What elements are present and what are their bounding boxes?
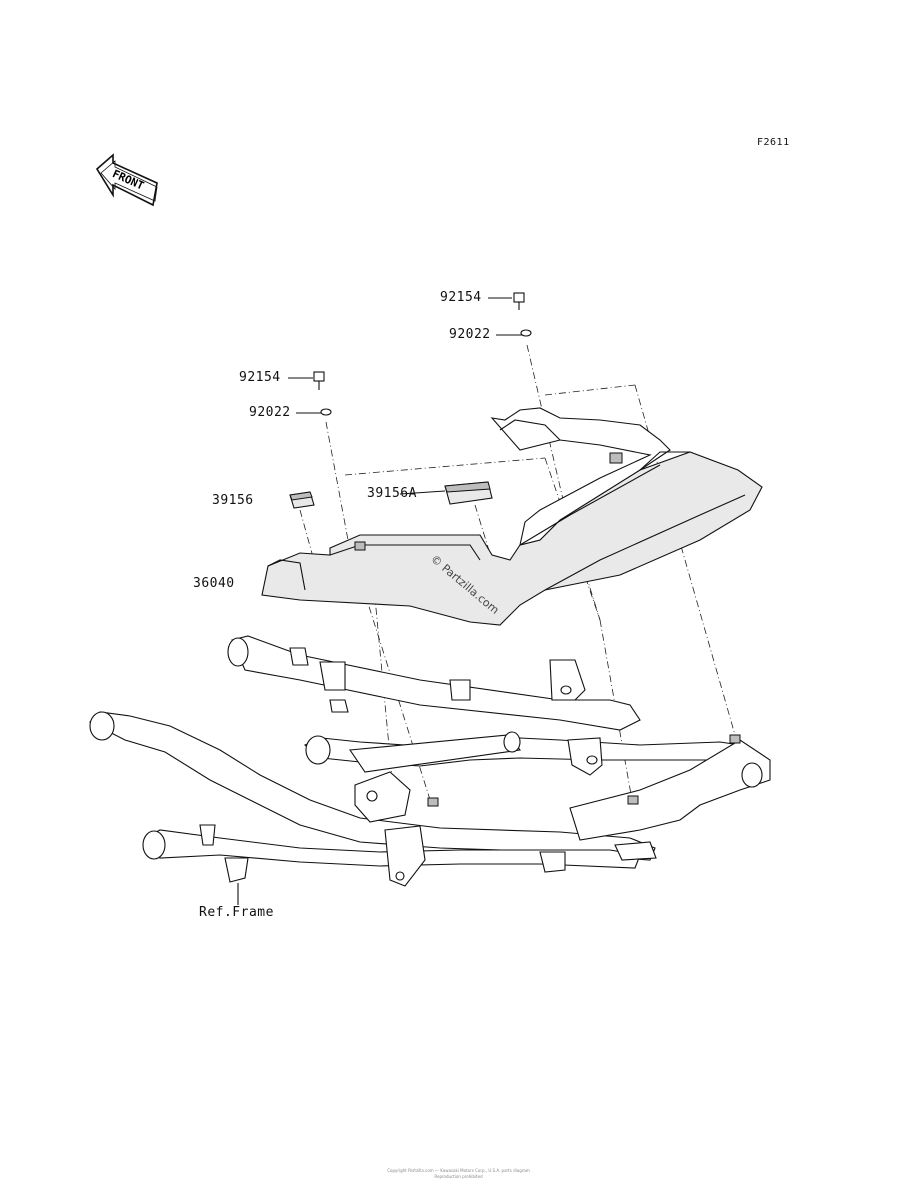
callout-damper-left[interactable]: 39156: [212, 493, 254, 508]
figure-code: F2611: [757, 137, 790, 148]
damper-right-icon: [444, 481, 493, 505]
bolt-left-icon: [313, 371, 325, 390]
damper-left-icon: [289, 491, 315, 509]
footer-line-2: Reproduction prohibited: [434, 1174, 483, 1179]
washer-left-icon: [320, 408, 332, 416]
callout-frame-ref[interactable]: Ref.Frame: [199, 905, 274, 920]
frame-part: [89, 635, 771, 887]
washer-upper-right-icon: [520, 329, 532, 337]
callout-seat-cowl[interactable]: 36040: [193, 576, 235, 591]
seat-cowl-part: [261, 407, 763, 626]
callout-damper-right[interactable]: 39156A: [367, 486, 417, 501]
callout-washer-left[interactable]: 92022: [249, 405, 291, 420]
callout-bolt-left[interactable]: 92154: [239, 370, 281, 385]
bolt-upper-right-icon: [513, 292, 525, 310]
callout-washer-upper-right[interactable]: 92022: [449, 327, 491, 342]
leader-lines: [237, 297, 522, 905]
front-arrow-icon: FRONT: [95, 153, 158, 207]
footer-line-1: Copyright Partzilla.com — Kawasaki Motor…: [387, 1168, 530, 1173]
callout-bolt-upper-right[interactable]: 92154: [440, 290, 482, 305]
